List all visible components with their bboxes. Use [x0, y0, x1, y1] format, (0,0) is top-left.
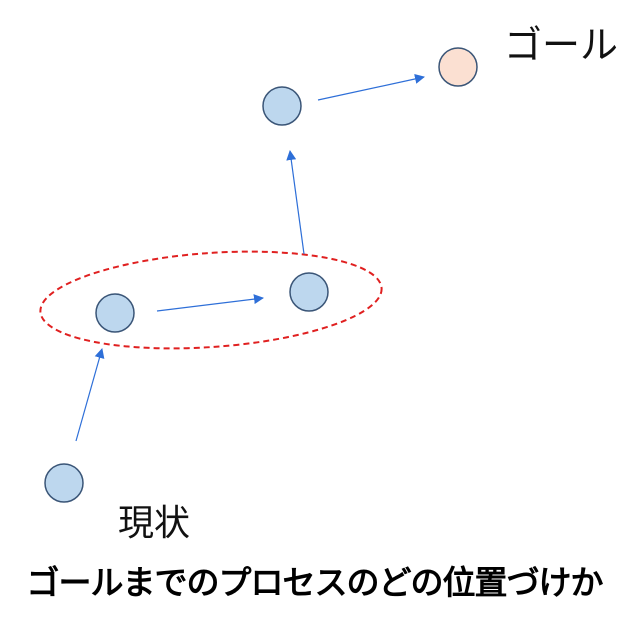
arrow-current-to-step-1 — [75, 348, 105, 442]
current-state-label: 現状 — [118, 503, 191, 544]
arrow-step-1-to-step-2 — [156, 294, 264, 312]
goal-label: ゴール — [504, 23, 619, 67]
step-3-node — [262, 86, 302, 126]
arrow-step-3-to-goal — [317, 74, 425, 101]
arrow-step-2-to-step-3 — [286, 150, 305, 255]
goal-node — [438, 47, 478, 87]
step-1-node — [95, 293, 135, 333]
highlight-ellipse — [39, 250, 383, 350]
step-2-node — [289, 272, 329, 312]
caption: ゴールまでのプロセスのどの位置づけか — [26, 563, 604, 602]
current-node — [44, 463, 84, 503]
